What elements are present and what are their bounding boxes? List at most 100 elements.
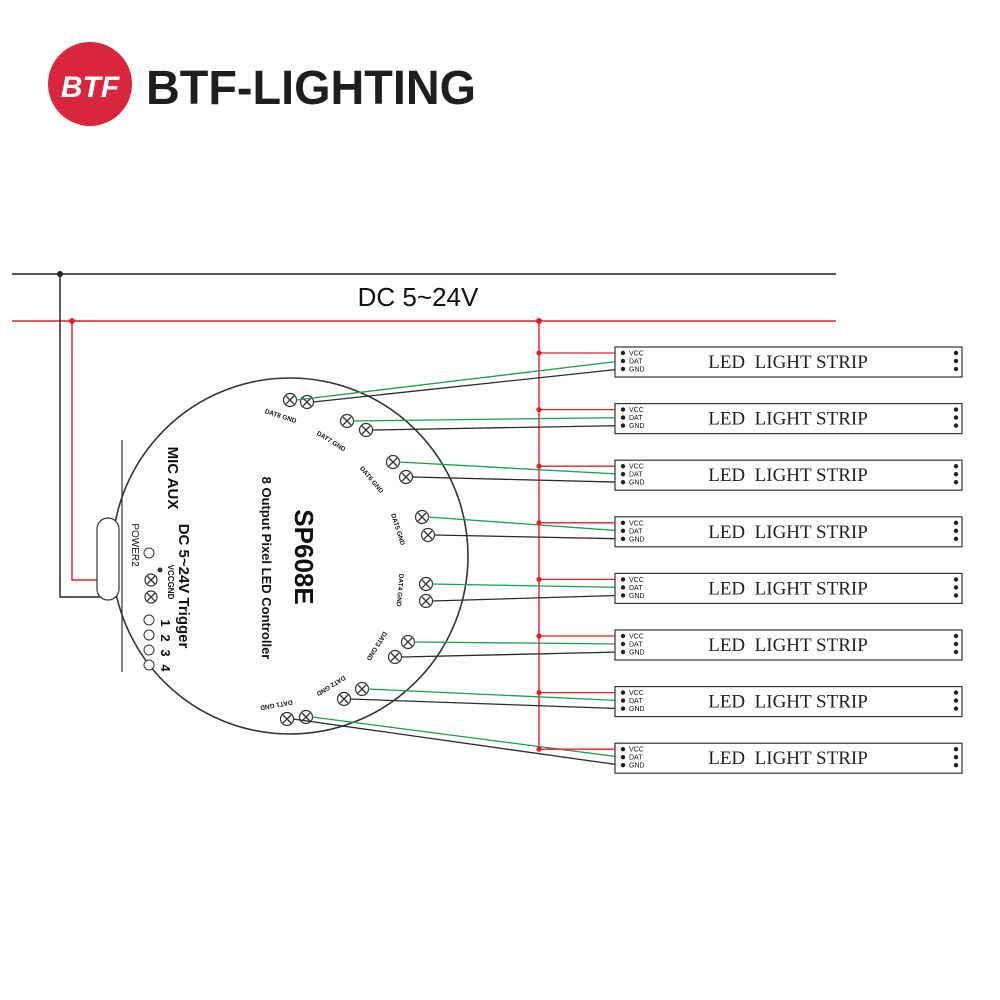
strip-pin-label: DAT [629, 359, 643, 366]
strip-end-pin [953, 706, 959, 711]
strip-pin [620, 763, 626, 768]
strip-pin [620, 366, 626, 372]
strip-pin-label: VCC [629, 577, 644, 584]
strip-pin-label: DAT [629, 528, 643, 535]
strip-body [614, 346, 963, 378]
strip-end-pin [953, 698, 959, 703]
data-wire [427, 516, 622, 532]
strip-pin [620, 358, 626, 364]
vcc-junction [536, 463, 542, 469]
mic-hole [143, 547, 155, 559]
strip-end-pin [953, 472, 959, 477]
data-wire [413, 641, 622, 645]
strip-pin-label: DAT [629, 415, 643, 422]
strip-pin [620, 641, 626, 647]
mounting-slot [96, 517, 120, 601]
trigger-hole [143, 659, 155, 671]
vcc-junction [536, 633, 542, 639]
data-wire [352, 416, 622, 422]
strip-pin-label: VCC [629, 690, 644, 697]
trigger-hole [143, 644, 155, 656]
strip-label: LED LIGHT STRIP [708, 578, 868, 599]
vcc-gnd-label: VCCGND [166, 565, 175, 600]
ground-wire [433, 534, 622, 540]
screw-cross [361, 425, 371, 435]
strip-pin-label: GND [629, 367, 645, 374]
screw-cross [282, 714, 292, 724]
strip-pin [620, 536, 626, 541]
brand-logo-mark: BTF [61, 71, 120, 104]
controller: SP608E 8 Output Pixel LED Controller DC … [96, 377, 469, 735]
brand-logo-icon [48, 42, 132, 126]
strip-pin [620, 755, 626, 760]
strip-pin [620, 690, 626, 695]
data-wire [398, 461, 622, 475]
strip-end-pin [953, 649, 959, 655]
trigger-number: 1 [158, 619, 173, 626]
strip-pin [620, 747, 626, 752]
brand-name: BTF-LIGHTING [146, 62, 476, 115]
strip-pin [620, 423, 626, 428]
screw-cross [417, 512, 427, 522]
strip-pin-label: DAT [629, 472, 643, 479]
strip-body [614, 459, 963, 491]
strip-end-pin [953, 747, 959, 752]
strip-end-pin [953, 366, 959, 372]
screw-cross [390, 652, 400, 662]
strip-end-pin [953, 423, 959, 428]
strip-pin [620, 480, 626, 485]
strip-label: LED LIGHT STRIP [708, 352, 868, 373]
strip-label: LED LIGHT STRIP [708, 409, 868, 430]
strip-pin [620, 528, 626, 533]
ground-wire [292, 718, 622, 766]
supply-voltage-label: DC 5~24V [358, 282, 479, 312]
trigger-number: 3 [158, 649, 173, 656]
trigger-hole [143, 629, 155, 641]
output-wiring [292, 350, 622, 766]
vcc-junction [536, 690, 542, 696]
screw-cross [285, 395, 295, 405]
strip-pin [620, 649, 626, 655]
vcc-junction [536, 520, 542, 526]
strip-pin [620, 593, 626, 598]
strip-body [614, 685, 963, 718]
strip-label: LED LIGHT STRIP [708, 692, 868, 713]
strip-pin [620, 585, 626, 590]
vcc-junction [536, 407, 542, 413]
strip-end-pin [953, 585, 959, 590]
strip-pin-label: GND [629, 536, 645, 543]
screw-cross [339, 694, 349, 704]
strip-label: LED LIGHT STRIP [708, 522, 868, 543]
strip-end-pin [953, 763, 959, 768]
screw-cross [146, 575, 156, 585]
output-terminal: DAT5 GND [389, 509, 436, 546]
screw-cross [301, 712, 311, 722]
screw-cross [421, 596, 431, 606]
controller-subtitle: 8 Output Pixel LED Controller [259, 477, 274, 660]
strip-end-pin [953, 755, 959, 760]
trigger-number: 4 [158, 664, 173, 672]
polarity-dot [157, 567, 163, 573]
strip-pin [620, 706, 626, 711]
strip-end-pin [953, 528, 959, 533]
data-wire [295, 360, 622, 401]
data-wire [431, 583, 622, 589]
strip-pin-label: DAT [629, 642, 643, 649]
strip-pin-label: VCC [629, 407, 644, 414]
strip-end-pin [953, 350, 959, 356]
strip-pin-label: GND [629, 423, 645, 430]
data-wire [311, 716, 622, 758]
trigger-hole [143, 614, 155, 626]
ground-wire [349, 698, 622, 710]
screw-cross [403, 637, 413, 647]
strip-pin-label: VCC [629, 634, 644, 641]
brand-header: BTF BTF-LIGHTING [48, 42, 476, 126]
strip-pin-label: VCC [629, 464, 644, 471]
ground-wire [400, 651, 622, 658]
